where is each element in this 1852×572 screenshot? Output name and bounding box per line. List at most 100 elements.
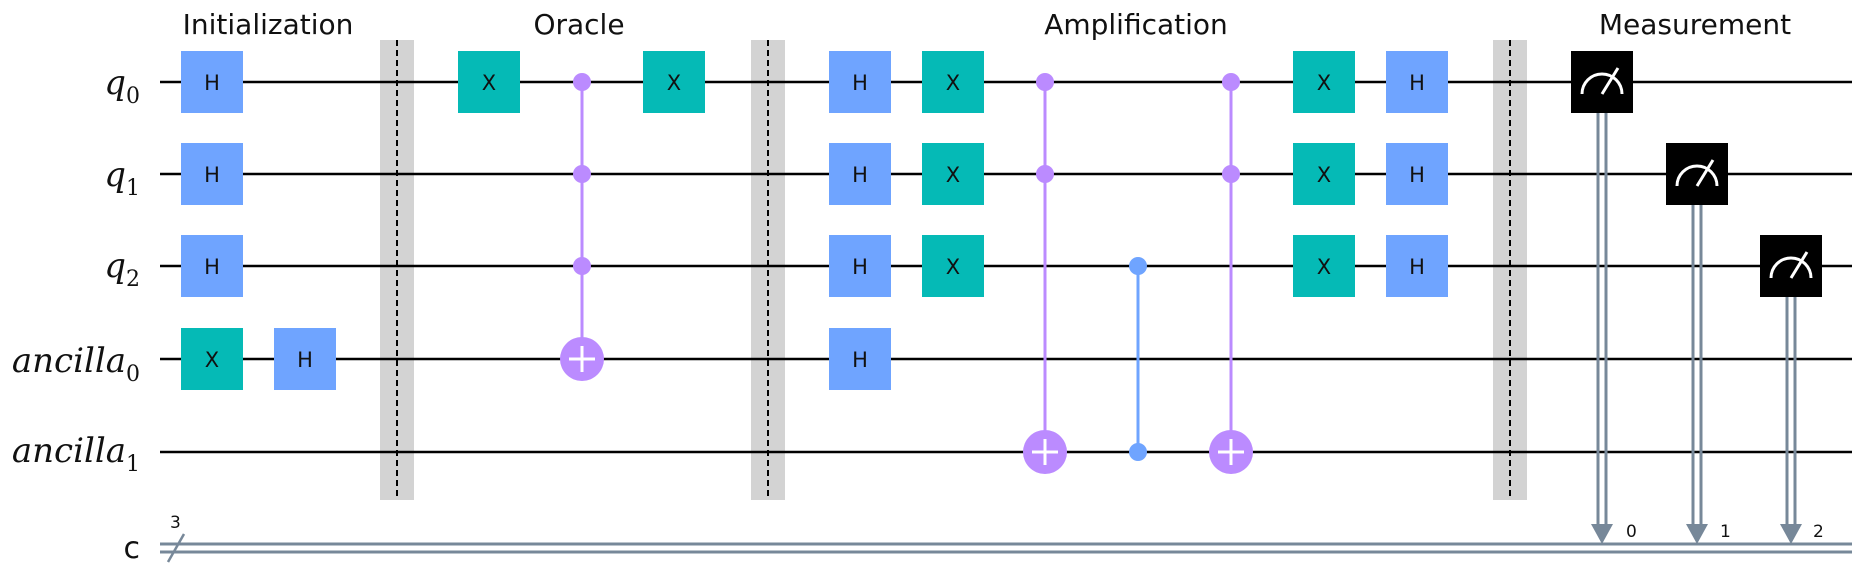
gate-box	[1386, 143, 1448, 205]
gate-box	[922, 51, 984, 113]
control-dot-3-0	[1222, 73, 1240, 91]
gate-label: H	[204, 255, 220, 279]
section-title-oracle: Oracle	[533, 8, 624, 41]
gate-box	[181, 328, 243, 390]
qubit-label-ancilla0: ancilla0	[12, 341, 140, 387]
gate-box	[1386, 51, 1448, 113]
x-gate-5: X	[458, 51, 520, 113]
h-gate-17: H	[1386, 51, 1448, 113]
register-labels: q0 q1 q2 ancilla0 ancilla1 c 3	[12, 63, 181, 566]
measure-arrow-2	[1780, 524, 1802, 544]
classical-label-c: c	[124, 531, 141, 566]
measure-box	[1571, 51, 1633, 113]
control-dot-0-1	[573, 165, 591, 183]
gate-label: H	[204, 71, 220, 95]
gate-label: X	[946, 71, 960, 95]
h-gate-1: H	[181, 143, 243, 205]
h-gate-4: H	[274, 328, 336, 390]
gate-box	[458, 51, 520, 113]
gate-label: H	[852, 348, 868, 372]
measure-box	[1666, 143, 1728, 205]
x-gate-16: X	[1293, 235, 1355, 297]
classical-bit-label-2: 2	[1813, 522, 1824, 542]
gate-box	[829, 328, 891, 390]
gate-label: H	[1409, 255, 1425, 279]
gate-label: X	[667, 71, 681, 95]
h-gate-10: H	[829, 328, 891, 390]
gate-label: X	[946, 163, 960, 187]
gate-box	[829, 51, 891, 113]
gate-label: X	[482, 71, 496, 95]
x-gate-15: X	[1293, 143, 1355, 205]
gate-box	[181, 51, 243, 113]
measure-gate-0	[1571, 51, 1633, 113]
gate-box	[643, 51, 705, 113]
gate-label: H	[1409, 71, 1425, 95]
control-dot-target-2	[1129, 443, 1147, 461]
gate-label: H	[204, 163, 220, 187]
control-dot-1-1	[1036, 165, 1054, 183]
gate-label: H	[297, 348, 313, 372]
h-gate-9: H	[829, 235, 891, 297]
gate-label: X	[1317, 255, 1331, 279]
gates-layer: H H H X H X X H H H H X X X X X X H H H	[181, 51, 1822, 474]
meter-needle-icon	[1789, 251, 1809, 279]
barrier-layer	[380, 40, 1527, 500]
h-gate-8: H	[829, 143, 891, 205]
section-title-amplification: Amplification	[1044, 8, 1228, 41]
measure-gate-2	[1760, 235, 1822, 297]
measure-arrow-1	[1686, 524, 1708, 544]
classical-bit-label-1: 1	[1720, 522, 1731, 542]
h-gate-0: H	[181, 51, 243, 113]
x-gate-3: X	[181, 328, 243, 390]
gate-box	[922, 143, 984, 205]
meter-icon	[1580, 72, 1624, 95]
gate-box	[181, 235, 243, 297]
measure-arrow-0	[1591, 524, 1613, 544]
classical-bit-label-0: 0	[1626, 522, 1637, 542]
control-dot-2-0	[1129, 257, 1147, 275]
x-gate-11: X	[922, 51, 984, 113]
measure-box	[1760, 235, 1822, 297]
x-gate-13: X	[922, 235, 984, 297]
h-gate-2: H	[181, 235, 243, 297]
measure-gate-1	[1666, 143, 1728, 205]
gate-box	[274, 328, 336, 390]
section-title-initialization: Initialization	[183, 8, 354, 41]
classical-slash	[166, 533, 186, 563]
gate-box	[1386, 235, 1448, 297]
meter-icon	[1769, 256, 1813, 279]
meter-needle-icon	[1600, 67, 1620, 95]
x-gate-14: X	[1293, 51, 1355, 113]
h-gate-7: H	[829, 51, 891, 113]
gate-label: X	[1317, 163, 1331, 187]
gate-box	[1293, 235, 1355, 297]
section-titles: Initialization Oracle Amplification Meas…	[183, 8, 1792, 41]
gate-label: X	[1317, 71, 1331, 95]
gate-box	[1293, 143, 1355, 205]
h-gate-19: H	[1386, 235, 1448, 297]
h-gate-18: H	[1386, 143, 1448, 205]
gate-label: X	[205, 348, 219, 372]
gate-box	[1293, 51, 1355, 113]
wires-layer	[160, 80, 1852, 563]
qubit-label-ancilla1: ancilla1	[12, 431, 140, 477]
meter-icon	[1675, 164, 1719, 187]
x-gate-6: X	[643, 51, 705, 113]
gate-label: H	[1409, 163, 1425, 187]
connections-layer	[580, 82, 1802, 544]
classical-bit-labels: 0 1 2	[1626, 522, 1824, 542]
x-gate-12: X	[922, 143, 984, 205]
meter-needle-icon	[1695, 159, 1715, 187]
qubit-label-q0: q0	[104, 63, 140, 109]
gate-label: X	[946, 255, 960, 279]
gate-box	[181, 143, 243, 205]
section-title-measurement: Measurement	[1599, 8, 1791, 41]
classical-width-label: 3	[170, 513, 181, 533]
control-dot-1-0	[1036, 73, 1054, 91]
gate-box	[829, 143, 891, 205]
gate-label: H	[852, 163, 868, 187]
qubit-label-q2: q2	[104, 246, 140, 292]
control-dot-3-1	[1222, 165, 1240, 183]
